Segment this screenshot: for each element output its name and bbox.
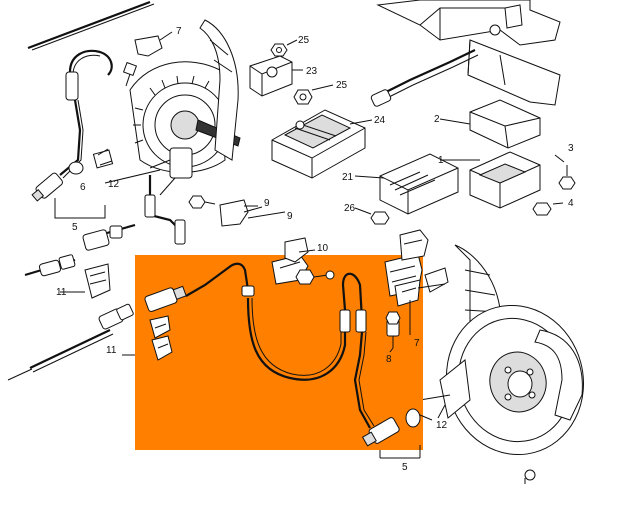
label-2: 2 xyxy=(434,114,440,125)
label-26: 26 xyxy=(344,203,356,214)
upper-right-bracket-cluster xyxy=(284,229,449,293)
bracket-and-module-group xyxy=(354,99,576,225)
bolt-8 xyxy=(385,311,401,348)
top-left-cable xyxy=(27,0,155,51)
control-unit-24 xyxy=(271,109,373,179)
highlight-box xyxy=(135,255,423,450)
left-middle-parts xyxy=(7,175,258,381)
label-12-left: 12 xyxy=(108,179,120,190)
nut-4 xyxy=(532,202,552,216)
label-21: 21 xyxy=(342,172,354,183)
label-9-a: 9 xyxy=(264,198,270,209)
label-11-a: 11 xyxy=(56,287,67,298)
label-23: 23 xyxy=(306,66,318,77)
label-24: 24 xyxy=(374,115,386,126)
label-25-b: 25 xyxy=(336,80,348,91)
label-1: 1 xyxy=(438,155,444,166)
crossmember-frame xyxy=(370,0,561,107)
label-6: 6 xyxy=(80,182,86,193)
bolt-near-9 xyxy=(188,195,216,209)
label-3: 3 xyxy=(568,143,574,154)
nut-25-b xyxy=(293,89,313,105)
leader-lines xyxy=(104,169,446,459)
front-sensor-cable-highlighted xyxy=(144,253,423,447)
bolt-3 xyxy=(558,165,576,190)
rear-brake-assembly xyxy=(129,19,241,196)
label-12-right: 12 xyxy=(436,420,448,431)
label-11-b: 11 xyxy=(106,345,117,356)
label-7-top: 7 xyxy=(176,26,182,37)
label-4: 4 xyxy=(568,198,574,209)
left-upper-sensor-cable xyxy=(31,49,114,219)
part-labels: 7 25 23 25 24 2 1 3 21 4 26 6 12 5 9 9 1… xyxy=(56,26,574,473)
nut-25-a xyxy=(270,43,288,57)
label-5-bottom: 5 xyxy=(402,462,408,473)
nut-26 xyxy=(370,211,390,225)
label-10: 10 xyxy=(317,243,329,254)
label-7-right: 7 xyxy=(414,338,420,349)
label-25-a: 25 xyxy=(298,35,310,46)
label-5-left: 5 xyxy=(72,222,78,233)
label-8: 8 xyxy=(386,354,392,365)
label-9-b: 9 xyxy=(287,211,293,222)
upper-bracket-group xyxy=(122,31,334,105)
bolt-10 xyxy=(295,269,335,285)
